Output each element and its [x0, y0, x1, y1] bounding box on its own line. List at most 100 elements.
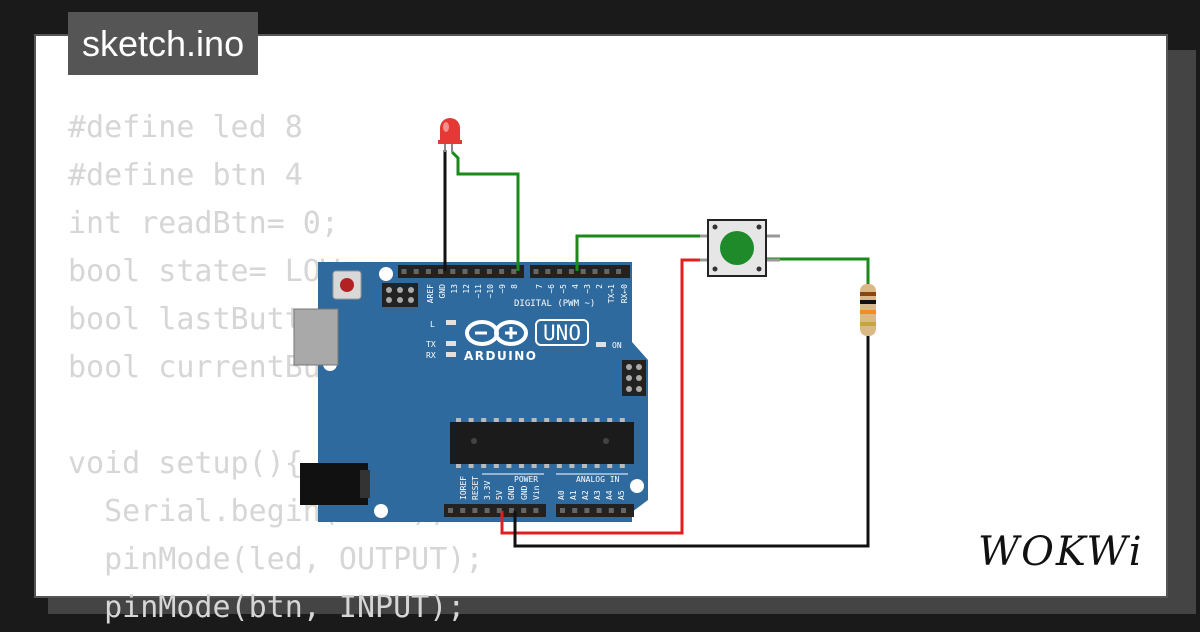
- pin-hole[interactable]: [572, 508, 578, 513]
- pin-hole[interactable]: [474, 269, 480, 274]
- pin-hole[interactable]: [509, 508, 514, 513]
- pin-hole[interactable]: [580, 269, 586, 274]
- mount-hole: [379, 267, 393, 281]
- power-label: POWER: [514, 475, 538, 484]
- pin-hole[interactable]: [568, 269, 574, 274]
- arduino-label: ARDUINO: [464, 349, 537, 363]
- pin-label: A1: [569, 490, 578, 500]
- pin-hole[interactable]: [604, 269, 610, 274]
- pin-label: ~10: [486, 284, 495, 299]
- wire-button-to-resistor[interactable]: [766, 257, 870, 286]
- pin-label: 5V: [495, 490, 504, 500]
- resistor-band-2: [860, 300, 876, 304]
- pin-hole[interactable]: [401, 269, 407, 274]
- tx-led: [446, 341, 456, 346]
- pin-hole[interactable]: [496, 508, 502, 513]
- on-led: [596, 342, 606, 347]
- led-highlight: [443, 122, 449, 132]
- pin-hole[interactable]: [450, 269, 456, 274]
- chip-notch: [471, 438, 477, 444]
- pin-hole[interactable]: [448, 508, 453, 513]
- pin-hole[interactable]: [545, 269, 551, 274]
- pin-label: ~6: [547, 284, 556, 294]
- pin-hole[interactable]: [499, 269, 505, 274]
- pin-label: A2: [581, 490, 590, 500]
- uno-label: UNO: [543, 321, 581, 345]
- button-corner: [712, 266, 718, 272]
- chip-dot: [603, 438, 609, 444]
- atmega-chip: [450, 422, 634, 464]
- wire-5v-to-button[interactable]: [500, 258, 708, 535]
- pin-label: 2: [595, 284, 604, 289]
- pin-hole[interactable]: [460, 508, 466, 513]
- push-button[interactable]: [700, 219, 780, 277]
- code-line: pinMode(led, OUTPUT);: [68, 542, 484, 577]
- pin-label: 13: [450, 284, 459, 294]
- pin-label: A0: [557, 490, 566, 500]
- on-led-label: ON: [612, 341, 622, 350]
- pin-hole[interactable]: [533, 508, 539, 513]
- code-line: #define led 8: [68, 110, 303, 145]
- pin-hole[interactable]: [533, 269, 539, 274]
- pin-hole[interactable]: [521, 508, 527, 513]
- pin-hole[interactable]: [560, 508, 565, 513]
- reset-button-cap[interactable]: [340, 278, 354, 292]
- pin-hole[interactable]: [484, 508, 490, 513]
- mount-hole: [630, 479, 644, 493]
- pin-label: AREF: [426, 284, 435, 303]
- l-led-label: L: [430, 320, 435, 329]
- pin-hole[interactable]: [511, 269, 517, 274]
- pin-hole[interactable]: [472, 508, 478, 513]
- power-header: [444, 504, 546, 517]
- code-line: pinMode(btn, INPUT);: [68, 590, 466, 625]
- button-cap[interactable]: [720, 231, 754, 265]
- pin-label: A5: [617, 490, 626, 500]
- pin-label: 4: [571, 284, 580, 289]
- pin-label: IOREF: [459, 476, 468, 500]
- pin-label: ~9: [498, 284, 507, 294]
- wire-resistor-to-gnd[interactable]: [513, 336, 870, 548]
- wokwi-logo: WOKWi: [978, 529, 1144, 575]
- digital-label: DIGITAL (PWM ~): [514, 299, 595, 309]
- l-led: [446, 320, 456, 325]
- pin-label: ~11: [474, 284, 483, 299]
- pin-label: RX←0: [620, 284, 629, 303]
- pin-hole[interactable]: [596, 508, 602, 513]
- pin-hole[interactable]: [621, 508, 626, 513]
- uno-badge: [535, 319, 589, 346]
- filename-tab[interactable]: sketch.ino: [68, 12, 259, 75]
- pin-hole[interactable]: [592, 269, 598, 274]
- pin-label: GND: [520, 485, 529, 500]
- pin-hole[interactable]: [425, 269, 431, 274]
- pin-label: 12: [462, 284, 471, 294]
- led-dome: [440, 118, 460, 142]
- button-corner: [756, 224, 762, 230]
- pin-label: A4: [605, 490, 614, 500]
- pin-hole[interactable]: [438, 269, 444, 274]
- pin-label: 7: [535, 284, 544, 289]
- wire-led-anode-to-pin8[interactable]: [450, 150, 520, 271]
- wire-pin4-to-button[interactable]: [575, 234, 708, 271]
- pin-hole[interactable]: [608, 508, 614, 513]
- pin-label: 8: [510, 284, 519, 289]
- digital-pin-holes: [401, 269, 622, 274]
- red-led[interactable]: [438, 118, 462, 152]
- pin-hole[interactable]: [462, 269, 468, 274]
- analog-label: ANALOG IN: [576, 475, 620, 484]
- power-jack-tip: [360, 470, 370, 498]
- pin-label: ~3: [583, 284, 592, 294]
- code-line: void setup(){: [68, 446, 303, 481]
- pin-hole[interactable]: [557, 269, 563, 274]
- pin-hole[interactable]: [584, 508, 590, 513]
- pin-label: Vin: [532, 485, 541, 500]
- pin-hole[interactable]: [616, 269, 622, 274]
- pin-label: ~5: [559, 284, 568, 294]
- tx-led-label: TX: [426, 340, 436, 349]
- resistor[interactable]: [860, 284, 876, 336]
- pin-hole[interactable]: [413, 269, 419, 274]
- pin-hole[interactable]: [486, 269, 492, 274]
- resistor-band-4: [860, 322, 876, 326]
